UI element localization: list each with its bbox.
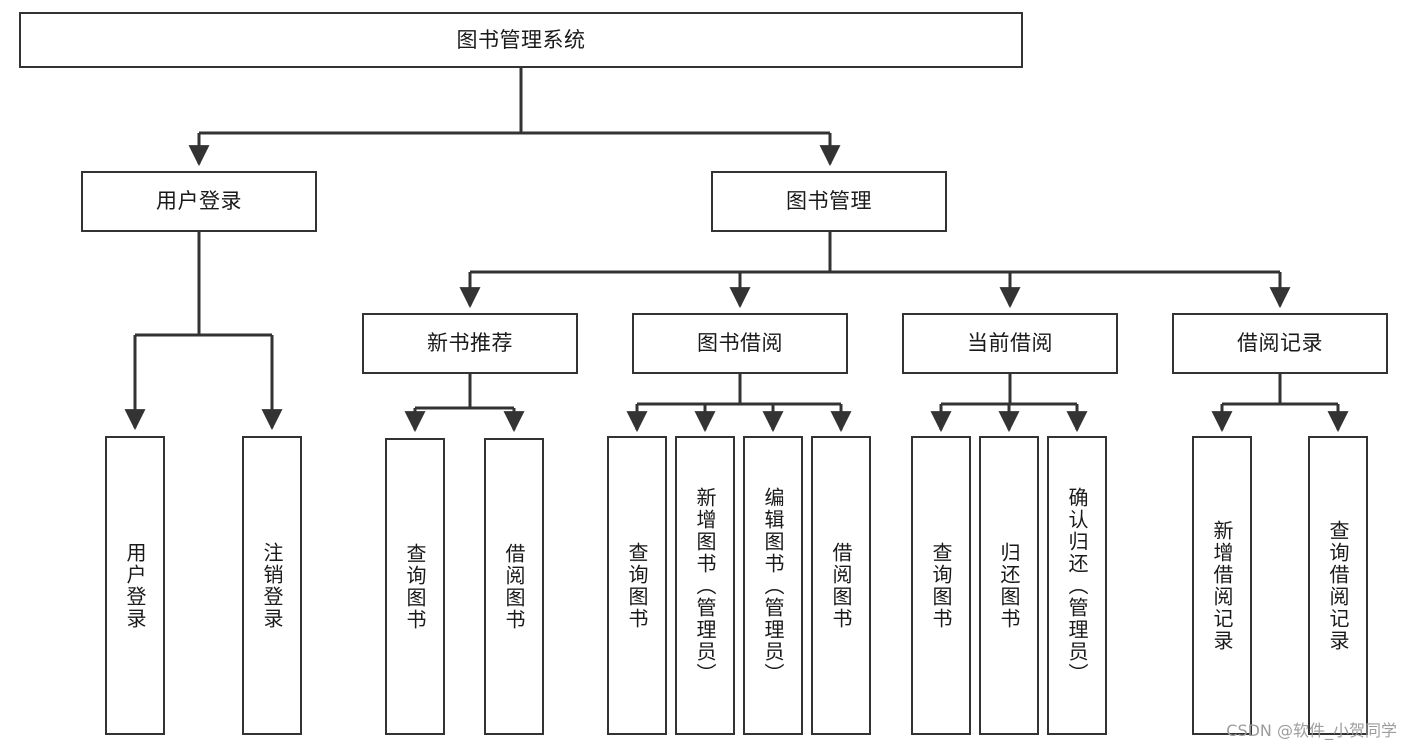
node-label: 图书管理系统 — [456, 27, 586, 52]
node-label: 查询借阅记录 — [1326, 519, 1350, 652]
node-label: 查询图书 — [625, 541, 649, 630]
node-label: 归还图书 — [997, 541, 1021, 630]
node-user-login[interactable]: 用户登录 — [81, 171, 317, 232]
node-borrow-record[interactable]: 借阅记录 — [1172, 313, 1388, 374]
node-root-book-management-system[interactable]: 图书管理系统 — [19, 12, 1023, 68]
node-label: 图书借阅 — [697, 331, 783, 356]
node-leaf-query-book-1[interactable]: 查询图书 — [385, 438, 445, 735]
node-book-management[interactable]: 图书管理 — [711, 171, 947, 232]
node-label: 用户登录 — [156, 189, 242, 214]
node-label: 新书推荐 — [427, 331, 513, 356]
node-new-book-recommendation[interactable]: 新书推荐 — [362, 313, 578, 374]
node-leaf-borrow-book-1[interactable]: 借阅图书 — [484, 438, 544, 735]
node-book-borrow[interactable]: 图书借阅 — [632, 313, 848, 374]
node-leaf-query-borrow-record[interactable]: 查询借阅记录 — [1308, 436, 1368, 735]
csdn-watermark: CSDN @软件_小贺同学 — [1226, 721, 1397, 740]
node-label: 编辑图书（管理员） — [761, 486, 785, 685]
node-leaf-borrow-book-2[interactable]: 借阅图书 — [811, 436, 871, 735]
node-leaf-query-book-3[interactable]: 查询图书 — [911, 436, 971, 735]
node-label: 借阅图书 — [829, 541, 853, 630]
node-current-borrow[interactable]: 当前借阅 — [902, 313, 1118, 374]
node-leaf-add-book-admin[interactable]: 新增图书（管理员） — [675, 436, 735, 735]
node-leaf-confirm-return-admin[interactable]: 确认归还（管理员） — [1047, 436, 1107, 735]
node-label: 借阅记录 — [1237, 331, 1323, 356]
node-leaf-user-login[interactable]: 用户登录 — [105, 436, 165, 735]
node-label: 新增图书（管理员） — [693, 486, 717, 685]
node-leaf-query-book-2[interactable]: 查询图书 — [607, 436, 667, 735]
node-label: 用户登录 — [123, 541, 147, 630]
node-label: 当前借阅 — [967, 331, 1053, 356]
node-leaf-edit-book-admin[interactable]: 编辑图书（管理员） — [743, 436, 803, 735]
node-label: 确认归还（管理员） — [1065, 486, 1089, 685]
node-label: 图书管理 — [786, 189, 872, 214]
node-label: 查询图书 — [403, 542, 427, 631]
node-label: 借阅图书 — [502, 542, 526, 631]
node-leaf-return-book[interactable]: 归还图书 — [979, 436, 1039, 735]
node-leaf-logout[interactable]: 注销登录 — [242, 436, 302, 735]
node-label: 新增借阅记录 — [1210, 519, 1234, 652]
node-label: 查询图书 — [929, 541, 953, 630]
node-leaf-add-borrow-record[interactable]: 新增借阅记录 — [1192, 436, 1252, 735]
node-label: 注销登录 — [260, 541, 284, 630]
